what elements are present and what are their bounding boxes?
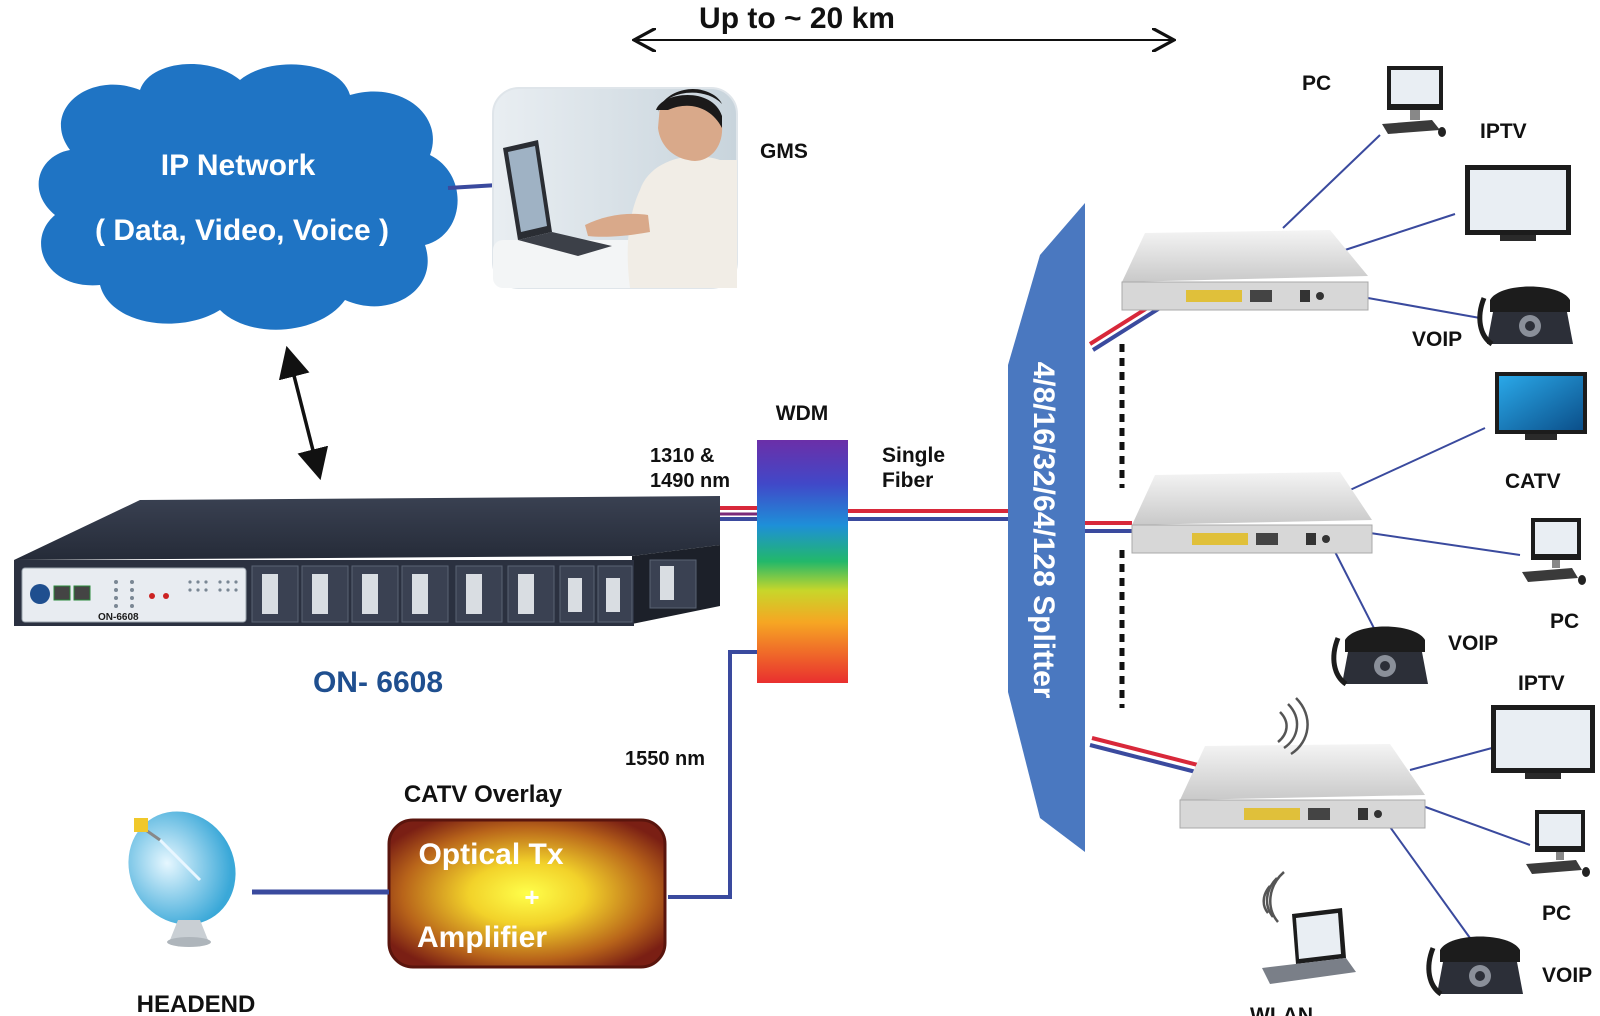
wdm-splitter-fiber <box>848 509 1010 521</box>
sfp-port <box>568 578 582 612</box>
catv-overlay-label: CATV Overlay <box>404 781 563 808</box>
wlan-laptop-icon <box>1262 908 1356 984</box>
onu-2-voip-label: VOIP <box>1448 632 1498 655</box>
distance-indicator: Up to ~ 20 km <box>636 2 1172 40</box>
ethernet-port-1 <box>53 585 71 601</box>
sfp-port <box>262 574 278 614</box>
olt-logo-icon <box>30 584 50 604</box>
olt-device: ON-6608 <box>14 496 720 699</box>
catv-box-line-2: + <box>524 882 539 912</box>
onu-3-top <box>1180 744 1425 800</box>
sfp-port <box>412 574 428 614</box>
onu-1-pc-label: PC <box>1302 72 1331 95</box>
cloud-olt-arrow <box>278 345 329 481</box>
sfp-port <box>660 566 674 600</box>
sfp-port <box>606 578 620 612</box>
satellite-dish-icon <box>128 811 236 947</box>
onu-2-ports <box>1192 533 1248 545</box>
onu-2-catv-label: CATV <box>1505 470 1561 493</box>
tv-icon <box>1495 372 1587 440</box>
onu-3-iptv-label: IPTV <box>1518 672 1565 695</box>
headend: HEADEND <box>128 811 256 1016</box>
gms-label: GMS <box>760 140 808 163</box>
phone-icon <box>1477 286 1573 347</box>
onu-2-pc-label: PC <box>1550 610 1579 633</box>
pc-icon <box>1522 518 1586 585</box>
cloud-title: IP Network <box>161 149 316 182</box>
cloud-gms-link <box>447 183 499 190</box>
olt-model-label: ON- 6608 <box>313 666 443 699</box>
olt-sfp-slots <box>251 559 697 623</box>
distance-label: Up to ~ 20 km <box>699 2 895 35</box>
pc-icon <box>1526 810 1590 877</box>
onu-1: PC IPTV VOIP <box>1121 66 1573 351</box>
wifi-signal-icon <box>1262 871 1285 923</box>
tv-icon <box>1465 165 1571 241</box>
onu-1-front <box>1121 281 1369 311</box>
headend-label: HEADEND <box>137 991 256 1016</box>
splitter-label: 4/8/16/32/64/128 Splitter <box>1027 362 1060 699</box>
onu-3-wlan-label: WLAN <box>1250 1004 1313 1016</box>
wdm-input-wavelength-1: 1310 & <box>650 445 715 467</box>
wdm-catv-link <box>668 650 757 899</box>
phone-icon <box>1426 936 1523 997</box>
onu-1-top <box>1122 230 1368 282</box>
catv-wavelength-label: 1550 nm <box>625 748 705 770</box>
catv-overlay: CATV Overlay Optical Tx + Amplifier <box>387 781 667 969</box>
wdm-input-wavelength-2: 1490 nm <box>650 470 730 492</box>
olt-top-panel <box>14 496 720 560</box>
olt-status-leds <box>114 580 238 608</box>
sfp-port <box>466 574 482 614</box>
catv-box-line-3: Amplifier <box>417 921 547 954</box>
wifi-signal-icon <box>1277 697 1309 756</box>
sfp-port <box>518 574 534 614</box>
onu-1-voip-label: VOIP <box>1412 328 1462 351</box>
optical-splitter: 4/8/16/32/64/128 Splitter <box>1008 203 1125 852</box>
onu-2-front <box>1131 524 1373 554</box>
phone-icon <box>1331 626 1428 687</box>
wdm-label: WDM <box>776 402 828 425</box>
cloud-subtitle: ( Data, Video, Voice ) <box>95 214 389 247</box>
wdm-block <box>757 440 848 683</box>
onu-3-ports <box>1244 808 1300 820</box>
sfp-port <box>312 574 328 614</box>
onu-1-ports <box>1186 290 1242 302</box>
onu-2: CATV PC VOIP <box>1131 372 1587 687</box>
onu-1-iptv-label: IPTV <box>1480 120 1527 143</box>
ip-network-cloud: IP Network ( Data, Video, Voice ) <box>38 63 458 330</box>
olt-front-label: ON-6608 <box>98 612 139 623</box>
pc-icon <box>1382 66 1446 137</box>
onu-3: IPTV PC VOIP WLAN <box>1179 672 1595 1016</box>
gms-workstation: GMS <box>492 87 808 289</box>
splitter-body <box>1008 203 1085 852</box>
cloud-icon <box>38 63 458 330</box>
wdm-multiplexer: WDM 1310 & 1490 nm Single Fiber 1550 nm <box>625 402 945 770</box>
onu-3-pc-label: PC <box>1542 902 1571 925</box>
catv-box-line-1: Optical Tx <box>418 838 563 871</box>
person-icon <box>585 88 737 288</box>
onu-3-voip-label: VOIP <box>1542 964 1592 987</box>
ethernet-port-2 <box>73 585 91 601</box>
sfp-port <box>362 574 378 614</box>
wdm-output-label-2: Fiber <box>882 469 933 492</box>
tv-icon <box>1491 705 1595 779</box>
wdm-output-label-1: Single <box>882 444 945 467</box>
onu-3-front <box>1179 799 1426 829</box>
onu-2-top <box>1132 472 1372 525</box>
